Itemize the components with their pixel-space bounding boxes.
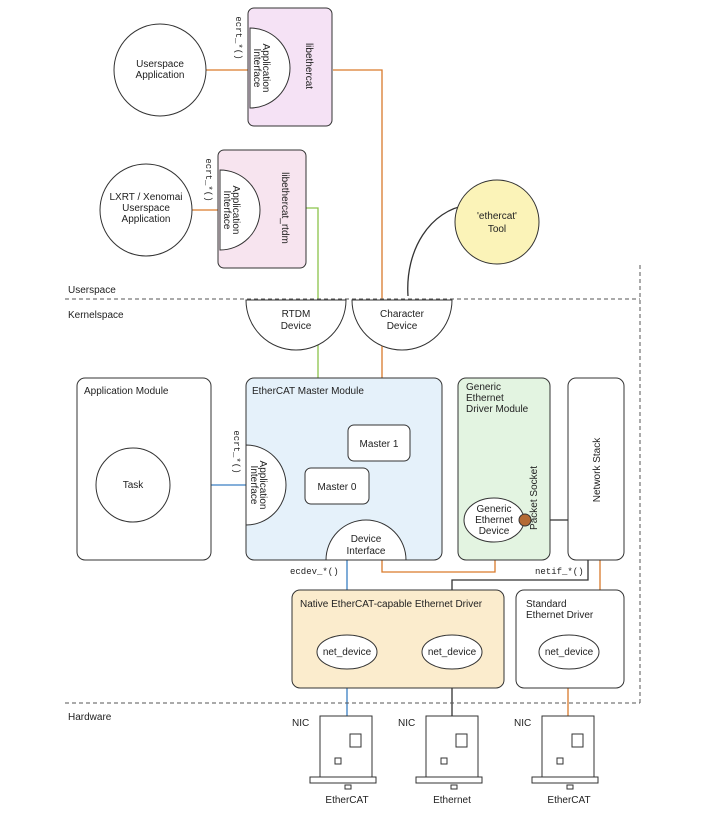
packet-socket-label: Packet Socket — [529, 466, 540, 530]
generic-module-line1: Generic — [466, 382, 501, 393]
packet-socket-port — [518, 513, 532, 527]
nic-2-label: NIC — [398, 718, 415, 729]
application-module-label: Application Module — [84, 386, 169, 397]
nic-3-label: NIC — [514, 718, 531, 729]
netif-call-label: netif_*() — [535, 567, 584, 577]
libethercat-ai-line1: Application — [260, 44, 271, 93]
link-tool — [407, 204, 469, 297]
nic-1-label: NIC — [292, 718, 309, 729]
task-node — [95, 447, 171, 523]
libethercat-ecrt-call: ecrt_*() — [233, 16, 243, 59]
rtdm-device-line2: Device — [281, 321, 312, 332]
ethercat-tool-node — [454, 179, 540, 265]
link-libethercat-master1 — [333, 69, 383, 431]
userspace-app-line1: Userspace — [136, 59, 184, 70]
master-module-label: EtherCAT Master Module — [252, 386, 364, 397]
rtdm-ecrt-call: ecrt_*() — [203, 158, 213, 201]
libethercat-ai-line2: Interface — [251, 49, 262, 88]
lxrt-app-line2: Userspace — [122, 203, 170, 214]
master1-box — [347, 424, 411, 462]
standard-net-device-label: net_device — [545, 647, 594, 658]
nic-card-3: NIC EtherCAT — [514, 715, 599, 806]
native-net-device-1 — [316, 634, 378, 670]
device-interface-line1: Device — [351, 534, 382, 545]
ecdev-call-label: ecdev_*() — [290, 567, 339, 577]
lxrt-app-line3: Application — [122, 214, 171, 225]
generic-device-line3: Device — [479, 526, 510, 537]
standard-driver-line1: Standard — [526, 599, 567, 610]
rtdm-device-node — [245, 299, 347, 351]
native-net-device-2 — [421, 634, 483, 670]
network-stack-label: Network Stack — [592, 437, 603, 502]
libethercat-rtdm-label: libethercat_rtdm — [279, 172, 290, 244]
standard-driver-line2: Ethernet Driver — [526, 610, 594, 621]
libethercat-label: libethercat — [303, 43, 314, 89]
device-interface-node — [325, 519, 407, 561]
hardware-label: Hardware — [68, 712, 112, 723]
nic-card-2: NIC Ethernet — [398, 715, 483, 806]
nic-card-1: NIC EtherCAT — [292, 715, 377, 806]
character-device-node — [351, 299, 453, 351]
task-label: Task — [123, 480, 145, 491]
generic-device-line1: Generic — [476, 504, 511, 515]
rtdm-ai-line2: Interface — [221, 191, 232, 230]
generic-module-line3: Driver Module — [466, 404, 529, 415]
link-rtdm — [306, 207, 319, 378]
native-driver-label: Native EtherCAT-capable Ethernet Driver — [300, 599, 483, 610]
network-stack-box — [567, 377, 625, 561]
char-device-line1: Character — [380, 309, 425, 320]
master0-box — [304, 467, 370, 505]
lxrt-app-line1: LXRT / Xenomai — [109, 192, 182, 203]
master1-label: Master 1 — [360, 439, 399, 450]
standard-net-device — [538, 634, 600, 670]
device-interface-line2: Interface — [347, 546, 386, 557]
master-ai-line2: Interface — [248, 466, 259, 505]
nic-1-type: EtherCAT — [325, 795, 368, 806]
userspace-app-line2: Application — [136, 70, 185, 81]
master-app-interface — [245, 444, 287, 526]
libethercat-app-interface — [249, 27, 291, 109]
rtdm-app-interface — [219, 169, 261, 251]
generic-device-line2: Ethernet — [475, 515, 513, 526]
generic-module-line2: Ethernet — [466, 393, 504, 404]
userspace-label: Userspace — [68, 285, 116, 296]
char-device-line2: Device — [387, 321, 418, 332]
kernelspace-label: Kernelspace — [68, 310, 124, 321]
native-net-device-2-label: net_device — [428, 647, 477, 658]
master-ai-line1: Application — [257, 461, 268, 510]
nic-2-type: Ethernet — [433, 795, 471, 806]
userspace-application-node — [113, 23, 207, 117]
master0-label: Master 0 — [318, 482, 357, 493]
native-net-device-1-label: net_device — [323, 647, 372, 658]
tool-line2: Tool — [488, 224, 506, 235]
rtdm-ai-line1: Application — [230, 186, 241, 235]
tool-line1: 'ethercat' — [477, 211, 517, 222]
nic-3-type: EtherCAT — [547, 795, 590, 806]
lxrt-application-node — [99, 163, 193, 257]
rtdm-device-line1: RTDM — [282, 309, 311, 320]
master-ecrt-call: ecrt_*() — [231, 430, 241, 473]
